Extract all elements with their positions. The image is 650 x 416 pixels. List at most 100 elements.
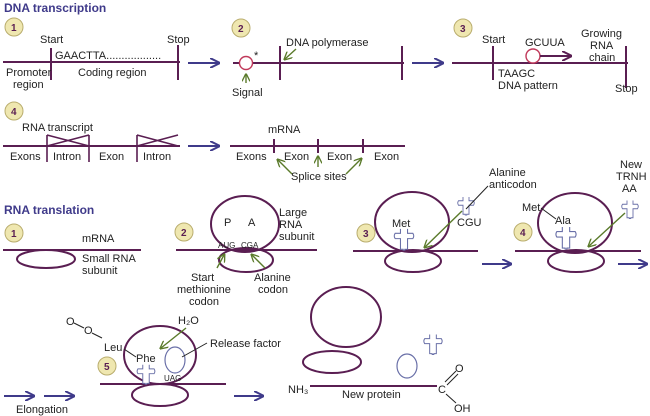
- translation-title: RNA translation: [4, 203, 94, 217]
- pointer-arrow-icon: [278, 160, 293, 175]
- stop-label: Stop: [167, 34, 190, 46]
- step-badge: [4, 17, 24, 37]
- leu-label: Leu: [104, 342, 122, 354]
- step-badge-number: 1: [11, 23, 17, 34]
- translation-step-2: 2 P A AUG CGA Large RNA subunit Start me…: [174, 195, 317, 308]
- hydroxyl-label: OH: [454, 403, 471, 415]
- pointer-arrow-icon: [589, 212, 626, 246]
- asterisk-label: *: [254, 50, 259, 62]
- pointer-arrow-icon: [285, 48, 297, 59]
- oxygen-label: O: [66, 316, 75, 328]
- exon-label: Exon: [327, 151, 352, 163]
- new-trna-label-2: TRNH: [616, 171, 647, 183]
- signal-label: Signal: [232, 87, 263, 99]
- ala-label: Ala: [555, 215, 572, 227]
- new-trna-label-3: AA: [622, 183, 637, 195]
- chain-bond-line: [91, 332, 103, 339]
- pointer-arrow-icon: [345, 159, 361, 175]
- step-badge-number: 2: [181, 228, 187, 239]
- rna-polymerase-icon: [525, 48, 541, 64]
- large-subunit-label-3: subunit: [279, 231, 314, 243]
- water-label: H₂O: [178, 315, 199, 327]
- step-badge: [453, 18, 473, 38]
- large-subunit-icon: [537, 192, 613, 254]
- small-subunit-icon: [131, 383, 189, 407]
- growing-label-2: RNA: [590, 40, 614, 52]
- carbon-label: C: [438, 384, 446, 396]
- translation-step-1: 1 mRNA Small RNA subunit: [3, 223, 141, 277]
- small-subunit-label: Small RNA: [82, 253, 136, 265]
- exon-label: Exon: [99, 151, 124, 163]
- trna-icon: [621, 200, 639, 219]
- double-bond-line: [444, 370, 457, 383]
- small-subunit-icon: [547, 249, 605, 273]
- small-subunit-icon: [16, 249, 76, 269]
- coding-region-label: Coding region: [78, 67, 147, 79]
- uag-codon-label: UAG: [164, 374, 181, 383]
- step-badge: [4, 223, 24, 243]
- step-badge: [97, 356, 117, 376]
- transcription-step-4: 4 RNA transcript Exons Intron Exon Intro…: [3, 101, 180, 163]
- signal-icon: [238, 55, 254, 71]
- p-site-label: P: [224, 217, 231, 229]
- step-badge-number: 1: [11, 229, 17, 240]
- large-subunit-icon: [310, 286, 382, 348]
- label-leader-line: [181, 342, 208, 358]
- release-factor-label: Release factor: [210, 338, 281, 350]
- translation-step-3: 3 Met CGU Alanine anticodon: [353, 167, 537, 273]
- intron-label: Intron: [143, 151, 171, 163]
- trna-icon: [136, 364, 156, 385]
- elongation-label: Elongation: [16, 404, 68, 416]
- mrna-label: mRNA: [268, 124, 301, 136]
- peptide-bond-line: [123, 348, 137, 358]
- step-badge-number: 3: [460, 24, 466, 35]
- promoter-label: Promoter: [6, 67, 52, 79]
- anticodon-label: Alanine: [489, 167, 526, 179]
- step-badge-number: 5: [104, 362, 110, 373]
- mrna-splice-diagram: mRNA Exons Exon Exon Exon Splice sites: [230, 124, 405, 183]
- large-subunit-label-2: RNA: [279, 219, 303, 231]
- step-badge-number: 3: [363, 229, 369, 240]
- small-subunit-label-2: subunit: [82, 265, 117, 277]
- trna-icon: [393, 228, 415, 251]
- step-badge: [231, 18, 251, 38]
- exon-label: Exon: [284, 151, 309, 163]
- aug-codon-label: AUG: [218, 241, 235, 250]
- label-leader-line: [465, 185, 489, 210]
- chain-bond-line: [73, 322, 85, 329]
- pointer-arrow-icon: [425, 210, 463, 247]
- anticodon-label-2: anticodon: [489, 179, 537, 191]
- transcription-step-2: 2 * DNA polymerase Signal: [231, 18, 404, 99]
- stop-label: Stop: [615, 83, 638, 95]
- cga-codon-label: CGA: [241, 241, 259, 250]
- step-badge-number: 4: [11, 107, 17, 118]
- trna-icon: [555, 226, 577, 250]
- translation-final: NH₃ New protein C O OH: [288, 286, 471, 415]
- trna-icon: [423, 333, 443, 356]
- pointer-arrow-icon: [216, 255, 224, 269]
- cgu-label: CGU: [457, 217, 482, 229]
- translation-step-5: 5 O O Leu Phe H₂O UAG Release factor: [66, 315, 281, 407]
- intron-label: Intron: [53, 151, 81, 163]
- oxygen-label-2: O: [84, 325, 93, 337]
- release-factor-icon: [164, 346, 186, 374]
- translation-step-4: 4 Met Ala New TRNH AA: [513, 159, 647, 273]
- a-site-label: A: [248, 217, 256, 229]
- large-subunit-icon: [374, 191, 450, 253]
- intron-2-icon: [136, 134, 179, 162]
- step-badge: [4, 101, 24, 121]
- start-codon-label: Start: [191, 272, 214, 284]
- step-badge-number: 4: [520, 228, 526, 239]
- step-badge: [174, 222, 194, 242]
- pointer-arrow-icon: [252, 255, 266, 269]
- transcription-title: DNA transcription: [4, 1, 106, 15]
- growing-label: Growing: [581, 28, 622, 40]
- promoter-label-2: region: [13, 79, 44, 91]
- met-label: Met: [522, 202, 540, 214]
- peptide-bond-line: [540, 207, 557, 220]
- dna-pattern-label: DNA pattern: [498, 80, 558, 92]
- growing-label-3: chain: [589, 52, 615, 64]
- large-subunit-label: Large: [279, 207, 307, 219]
- pointer-arrow-icon: [161, 327, 187, 348]
